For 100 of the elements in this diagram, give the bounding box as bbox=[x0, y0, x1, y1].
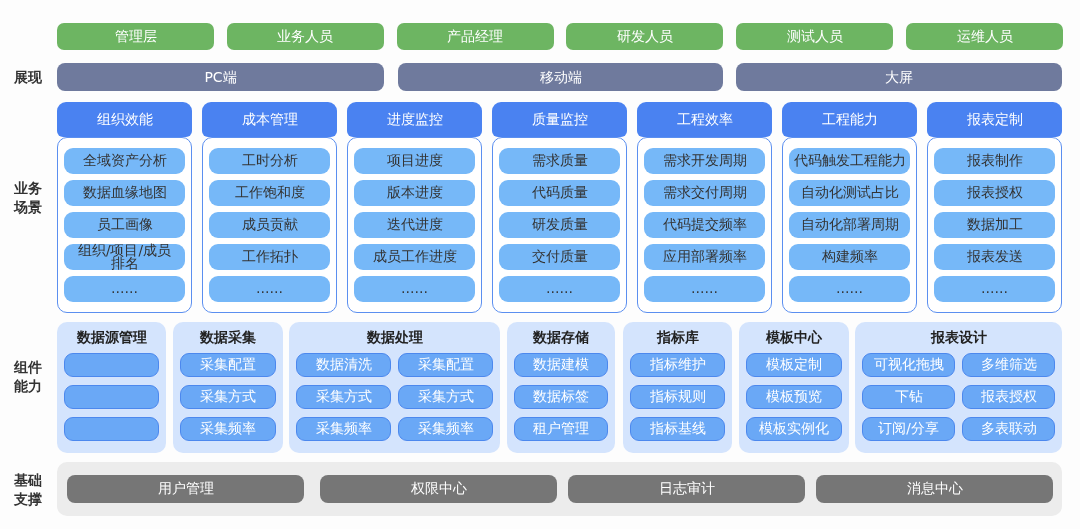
row-label: 业务场景 bbox=[14, 179, 43, 217]
row-label: 展现 bbox=[14, 67, 43, 87]
category-header: 工程能力 bbox=[782, 102, 917, 137]
scenario-item: 需求质量 bbox=[499, 148, 620, 174]
panel-title: 数据处理 bbox=[365, 329, 424, 347]
support-item: 用户管理 bbox=[67, 475, 304, 503]
panel-title: 数据源管理 bbox=[75, 329, 148, 347]
scenario-item: 工作拓扑 bbox=[209, 244, 330, 270]
component-panel bbox=[739, 322, 849, 453]
scenario-item: 数据加工 bbox=[934, 212, 1055, 238]
scenario-item: 交付质量 bbox=[499, 244, 620, 270]
component-item: 模板预览 bbox=[746, 385, 842, 409]
category-header: 组织效能 bbox=[57, 102, 192, 137]
panel-title: 数据采集 bbox=[199, 329, 257, 347]
component-panel bbox=[507, 322, 615, 453]
category-header: 工程效率 bbox=[637, 102, 772, 137]
scenario-item: 迭代进度 bbox=[354, 212, 475, 238]
component-item: 采集配置 bbox=[398, 353, 493, 377]
component-item: 可视化拖拽 bbox=[862, 353, 955, 377]
scenario-item: 报表制作 bbox=[934, 148, 1055, 174]
scenario-item: 工时分析 bbox=[209, 148, 330, 174]
scenario-item: 成员工作进度 bbox=[354, 244, 475, 270]
scenario-item: 员工画像 bbox=[64, 212, 185, 238]
component-item: 订阅/分享 bbox=[862, 417, 955, 441]
scenario-item: …… bbox=[644, 276, 765, 302]
scenario-item: 自动化部署周期 bbox=[789, 212, 910, 238]
component-panel bbox=[289, 322, 500, 453]
role-tag: 研发人员 bbox=[566, 23, 724, 50]
component-item: 数据建模 bbox=[514, 353, 608, 377]
category-header: 进度监控 bbox=[347, 102, 482, 137]
scenario-item: …… bbox=[354, 276, 475, 302]
component-item: 租户管理 bbox=[514, 417, 608, 441]
scenario-item: 需求交付周期 bbox=[644, 180, 765, 206]
empty-item bbox=[64, 385, 159, 409]
component-item: 采集频率 bbox=[398, 417, 493, 441]
component-item: 指标维护 bbox=[630, 353, 725, 377]
scenario-item: 代码提交频率 bbox=[644, 212, 765, 238]
scenario-item: 工作饱和度 bbox=[209, 180, 330, 206]
component-item: 指标规则 bbox=[630, 385, 725, 409]
role-tag: 管理层 bbox=[57, 23, 214, 50]
platform-bar: PC端 bbox=[57, 63, 384, 91]
scenario-item: 组织/项目/成员排名 bbox=[64, 244, 185, 270]
empty-item bbox=[64, 417, 159, 441]
component-item: 采集频率 bbox=[296, 417, 391, 441]
component-item: 指标基线 bbox=[630, 417, 725, 441]
row-label: 组件能力 bbox=[14, 358, 43, 396]
component-panel bbox=[173, 322, 283, 453]
scenario-item: …… bbox=[209, 276, 330, 302]
scenario-item: 报表发送 bbox=[934, 244, 1055, 270]
component-item: 采集方式 bbox=[180, 385, 276, 409]
scenario-item: 代码质量 bbox=[499, 180, 620, 206]
scenario-item: 报表授权 bbox=[934, 180, 1055, 206]
component-item: 采集频率 bbox=[180, 417, 276, 441]
scenario-item: 项目进度 bbox=[354, 148, 475, 174]
component-item: 采集方式 bbox=[296, 385, 391, 409]
support-item: 权限中心 bbox=[320, 475, 557, 503]
scenario-item: …… bbox=[789, 276, 910, 302]
panel-title: 报表设计 bbox=[929, 329, 988, 347]
base-panel bbox=[57, 462, 1062, 516]
component-item: 数据标签 bbox=[514, 385, 608, 409]
scenario-item: 代码触发工程能力 bbox=[789, 148, 910, 174]
component-item: 采集配置 bbox=[180, 353, 276, 377]
category-header: 报表定制 bbox=[927, 102, 1062, 137]
scenario-item: 成员贡献 bbox=[209, 212, 330, 238]
component-item: 报表授权 bbox=[962, 385, 1055, 409]
role-tag: 测试人员 bbox=[736, 23, 894, 50]
category-header: 质量监控 bbox=[492, 102, 627, 137]
support-item: 日志审计 bbox=[568, 475, 805, 503]
empty-item bbox=[64, 353, 159, 377]
component-item: 多维筛选 bbox=[962, 353, 1055, 377]
role-tag: 产品经理 bbox=[396, 23, 554, 50]
support-item: 消息中心 bbox=[816, 475, 1053, 503]
panel-title: 数据存储 bbox=[532, 329, 590, 347]
component-item: 数据清洗 bbox=[296, 353, 391, 377]
scenario-item: 构建频率 bbox=[789, 244, 910, 270]
panel-title: 指标库 bbox=[655, 329, 700, 347]
role-tag: 运维人员 bbox=[906, 23, 1063, 50]
component-item: 模板定制 bbox=[746, 353, 842, 377]
component-item: 采集方式 bbox=[398, 385, 493, 409]
panel-title: 模板中心 bbox=[765, 329, 823, 347]
platform-bar: 移动端 bbox=[398, 63, 723, 91]
category-header: 成本管理 bbox=[202, 102, 337, 137]
component-item: 下钻 bbox=[862, 385, 955, 409]
scenario-item: …… bbox=[499, 276, 620, 302]
scenario-item: 版本进度 bbox=[354, 180, 475, 206]
scenario-item: …… bbox=[64, 276, 185, 302]
role-tag: 业务人员 bbox=[226, 23, 384, 50]
scenario-item: 全域资产分析 bbox=[64, 148, 185, 174]
platform-bar: 大屏 bbox=[736, 63, 1062, 91]
scenario-item: 应用部署频率 bbox=[644, 244, 765, 270]
scenario-item: 数据血缘地图 bbox=[64, 180, 185, 206]
scenario-item: 研发质量 bbox=[499, 212, 620, 238]
scenario-item: 自动化测试占比 bbox=[789, 180, 910, 206]
component-item: 模板实例化 bbox=[746, 417, 842, 441]
component-panel bbox=[623, 322, 732, 453]
component-panel bbox=[855, 322, 1062, 453]
scenario-item: 需求开发周期 bbox=[644, 148, 765, 174]
component-panel bbox=[57, 322, 166, 453]
scenario-item: …… bbox=[934, 276, 1055, 302]
component-item: 多表联动 bbox=[962, 417, 1055, 441]
